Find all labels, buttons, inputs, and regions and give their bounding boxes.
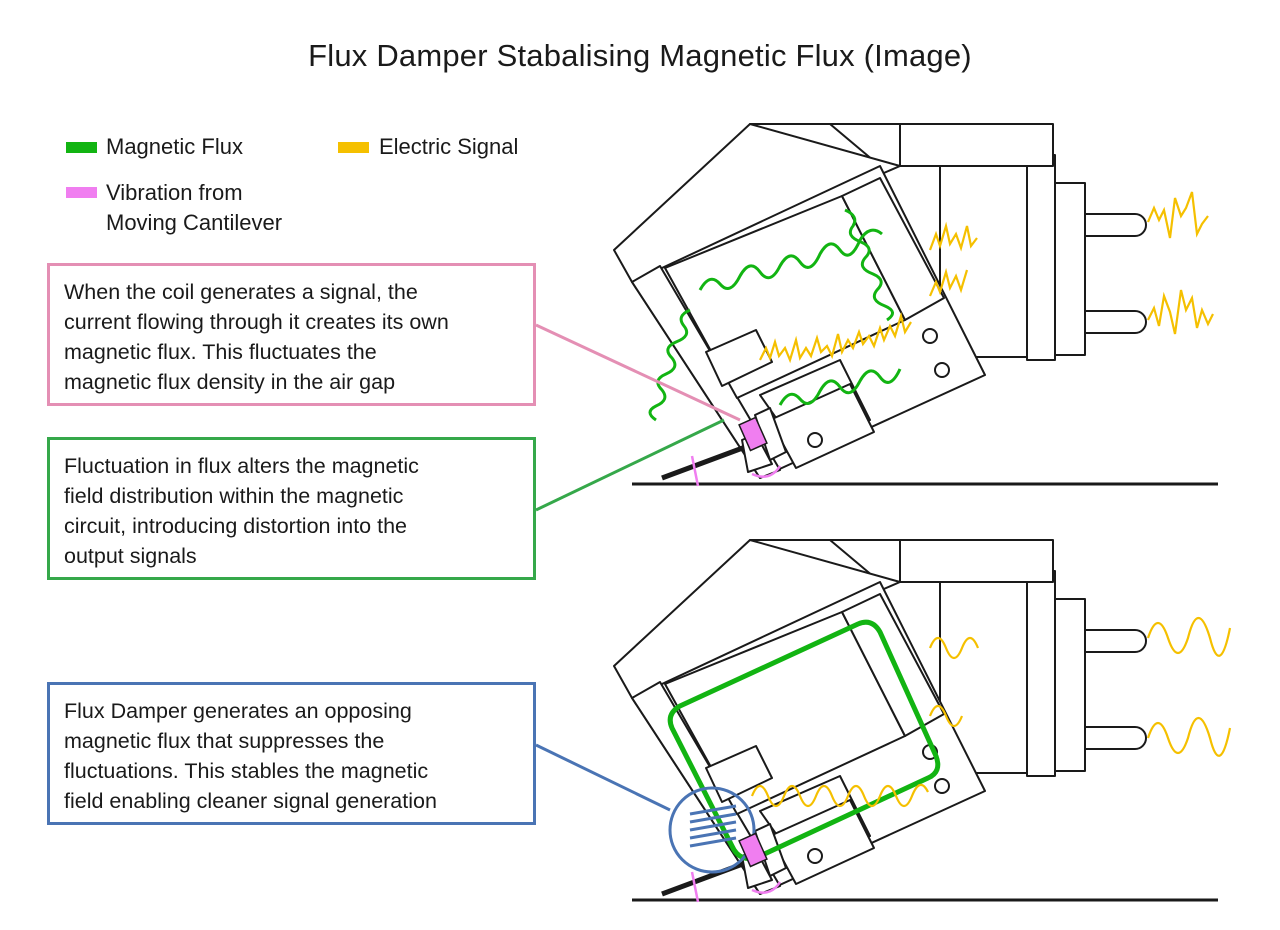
callout-flux-damper: Flux Damper generates an opposing magnet… (47, 682, 536, 825)
flux-damper-highlight (668, 786, 756, 874)
vibration-block-top (738, 416, 768, 452)
legend-label-electric-signal: Electric Signal (379, 134, 519, 159)
output-signal-noisy-2 (1147, 289, 1214, 335)
vibration-block-bottom (738, 832, 768, 868)
legend-swatch-magnetic-flux (66, 142, 97, 153)
output-signal-noisy-1 (1146, 191, 1209, 239)
magnetic-flux-stable (667, 619, 941, 861)
callout-flux-damper-line-3: fluctuations. This stables the magnetic (64, 759, 429, 783)
callout-flux-fluctuation-line-3: circuit, introducing distortion into the (64, 514, 407, 538)
output-signal-clean-1 (1146, 616, 1232, 657)
magnetic-flux-distorted (648, 208, 902, 422)
callout-flux-damper-line-2: magnetic flux that suppresses the (64, 729, 385, 753)
electric-signal-noisy (759, 221, 978, 364)
vibration-arrow-bottom-2 (751, 881, 782, 894)
callout-flux-damper-line-4: field enabling cleaner signal generation (64, 789, 437, 813)
leader-line-blue (535, 743, 671, 812)
callout-flux-fluctuation-line-4: output signals (64, 544, 197, 568)
callout-coil-signal-line-2: current flowing through it creates its o… (64, 310, 449, 334)
leader-line-pink (535, 323, 741, 422)
cartridge-bottom (614, 540, 1232, 903)
legend-label-vibration-line2: Moving Cantilever (106, 210, 283, 235)
legend-label-magnetic-flux: Magnetic Flux (106, 134, 243, 159)
callout-flux-fluctuation-line-2: field distribution within the magnetic (64, 484, 404, 508)
callout-flux-fluctuation: Fluctuation in flux alters the magnetic … (47, 437, 536, 580)
callout-coil-signal-line-3: magnetic flux. This fluctuates the (64, 340, 377, 364)
vibration-arrow-bottom-1 (690, 871, 700, 903)
legend-label-vibration-line1: Vibration from (106, 180, 243, 205)
legend-swatch-electric-signal (338, 142, 369, 153)
electric-signal-clean (750, 636, 980, 808)
diagram-title: Flux Damper Stabalising Magnetic Flux (I… (308, 38, 972, 73)
cartridge-top (614, 124, 1218, 487)
callout-coil-signal-line-4: magnetic flux density in the air gap (64, 370, 396, 394)
vibration-arrow-top-1 (690, 455, 700, 487)
callout-coil-signal: When the coil generates a signal, the cu… (47, 263, 536, 406)
legend-swatch-vibration (66, 187, 97, 198)
leader-line-green (535, 418, 725, 512)
vibration-arrow-top-2 (751, 465, 782, 478)
callout-flux-fluctuation-line-1: Fluctuation in flux alters the magnetic (64, 454, 419, 478)
flux-damper-coil (689, 804, 737, 848)
callout-coil-signal-line-1: When the coil generates a signal, the (64, 280, 418, 304)
callout-flux-damper-line-1: Flux Damper generates an opposing (64, 699, 412, 723)
output-signal-clean-2 (1146, 716, 1232, 757)
